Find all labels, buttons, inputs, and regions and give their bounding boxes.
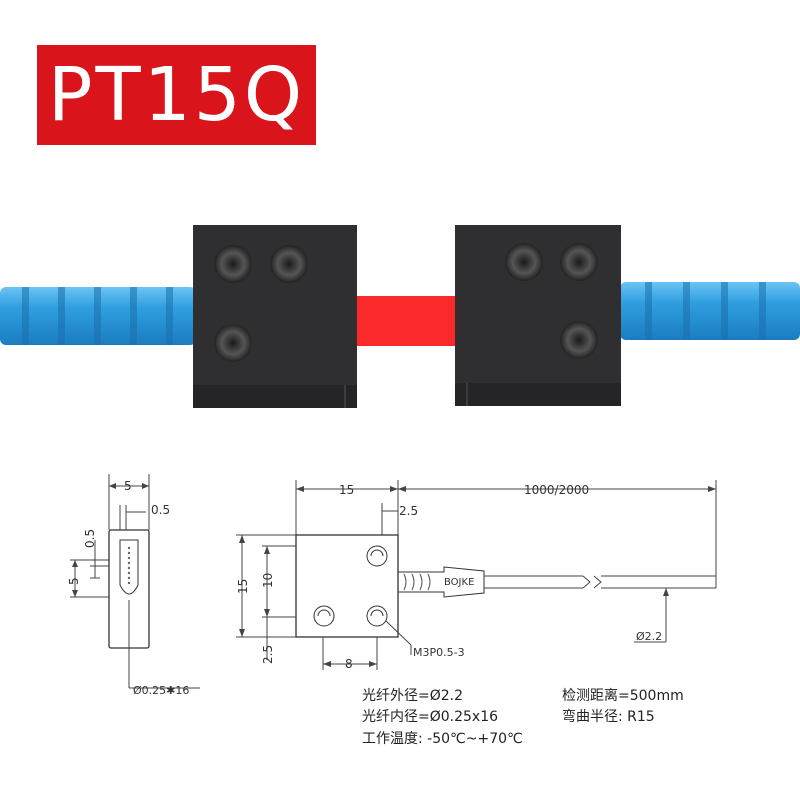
spec-outer-diameter: 光纤外径=Ø2.2 (362, 688, 463, 704)
front-dim-bottom: 2.5 (261, 645, 275, 664)
front-dim-width: 15 (339, 483, 354, 497)
side-fiber-label: Ø0.25✱16 (133, 684, 189, 697)
spec-temperature: 工作温度: -50℃~+70℃ (362, 731, 523, 747)
front-dim-height: 15 (236, 579, 250, 594)
product-title: PT15Q (47, 52, 306, 138)
cable-dia-label: Ø2.2 (636, 630, 662, 643)
screw-label: M3P0.5-3 (413, 646, 465, 659)
right-sensor-block (455, 225, 621, 406)
mounting-hole-icon (214, 324, 252, 362)
spec-bend-radius: 弯曲半径: R15 (562, 708, 655, 725)
left-sensor-block (193, 225, 357, 408)
light-beam (355, 296, 458, 346)
brand-label: BOJKE (444, 577, 474, 588)
spec-detection-distance: 检测距离=500mm (562, 687, 684, 704)
side-view (70, 474, 200, 689)
front-view (236, 480, 717, 670)
front-dim-hole-offset: 2.5 (399, 504, 418, 518)
front-dim-hole-pitch-v: 10 (261, 573, 275, 588)
side-dim-edge: 0.5 (151, 503, 170, 517)
mounting-hole-icon (560, 321, 598, 359)
spec-inner-diameter: 光纤内径=Ø0.25x16 (362, 709, 498, 725)
mounting-hole-icon (214, 245, 252, 283)
front-dim-hole-pitch-h: 8 (345, 657, 353, 671)
side-dim-width: 5 (124, 479, 132, 493)
mounting-hole-icon (560, 243, 598, 281)
side-dim-top-gap: 0.5 (83, 529, 97, 548)
front-dim-length: 1000/2000 (524, 483, 589, 497)
mounting-hole-icon (505, 243, 543, 281)
side-dim-height: 5 (67, 577, 81, 585)
mounting-hole-icon (270, 245, 308, 283)
left-fiber-cable (0, 287, 196, 345)
right-fiber-cable (620, 282, 800, 340)
title-badge: PT15Q (37, 45, 316, 145)
